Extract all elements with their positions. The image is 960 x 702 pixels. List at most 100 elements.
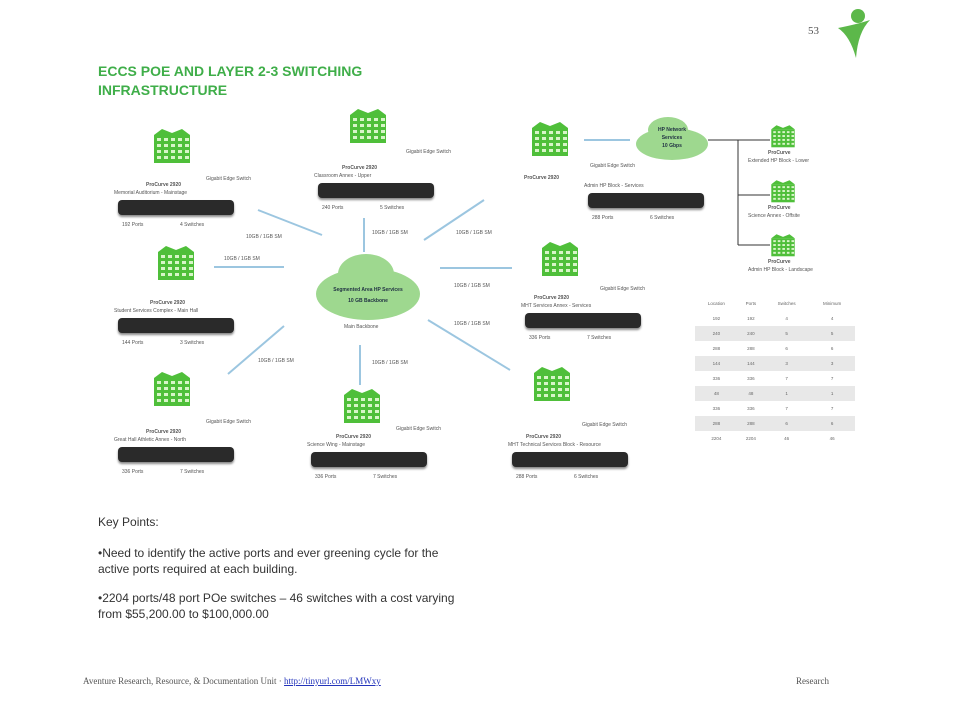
building-icon bbox=[770, 124, 796, 148]
switch-type: Gigabit Edge Switch bbox=[582, 422, 628, 428]
table-cell: 7 bbox=[785, 376, 788, 381]
footer-link[interactable]: http://tinyurl.com/LMWxy bbox=[284, 676, 381, 686]
table-cell: 46 bbox=[829, 436, 835, 441]
building-icon bbox=[152, 127, 192, 163]
switch-model: ProCurve 2920 bbox=[150, 300, 186, 306]
table-cell: 288 bbox=[737, 416, 765, 431]
building-icon bbox=[342, 387, 382, 423]
key-points-heading: Key Points: bbox=[98, 515, 159, 529]
port-count: 336 Ports bbox=[315, 474, 337, 480]
table-cell: 336 bbox=[712, 376, 721, 381]
table-cell: 46 bbox=[784, 436, 790, 441]
table-cell: 5 bbox=[764, 326, 810, 341]
table-cell: 6 bbox=[809, 416, 855, 431]
site-name: Extended HP Block - Lower bbox=[748, 158, 810, 164]
switch-model: ProCurve bbox=[768, 205, 791, 211]
switch-type: Gigabit Edge Switch bbox=[396, 426, 442, 432]
port-count: 192 Ports bbox=[122, 222, 144, 228]
logo-icon bbox=[838, 9, 870, 58]
site-name: Admin HP Block - Services bbox=[584, 183, 644, 189]
table-cell: 4 bbox=[785, 316, 788, 321]
link-label: 10GB / 1GB SM bbox=[454, 283, 490, 289]
network-switch bbox=[512, 452, 628, 467]
page-title: ECCS POE AND LAYER 2-3 SWITCHING INFRAST… bbox=[98, 63, 363, 98]
switch-type: Gigabit Edge Switch bbox=[206, 176, 252, 182]
network-switch bbox=[311, 452, 427, 467]
table-cell: 288 bbox=[695, 416, 738, 431]
switch-type: Gigabit Edge Switch bbox=[600, 286, 646, 292]
table-cell: 3 bbox=[809, 356, 855, 371]
table-cell: 7 bbox=[830, 406, 834, 411]
network-switch bbox=[588, 193, 704, 208]
table-cell: 3 bbox=[764, 356, 810, 371]
footer: Aventure Research, Resource, & Documenta… bbox=[83, 676, 381, 686]
switch-count: 6 Switches bbox=[650, 215, 675, 221]
table-cell: 48 bbox=[737, 386, 765, 401]
switch-count: 7 Switches bbox=[587, 335, 612, 341]
network-switch bbox=[118, 200, 234, 215]
link-label: 10GB / 1GB SM bbox=[258, 358, 294, 364]
switch-count: 3 Switches bbox=[180, 340, 205, 346]
link-label: 10GB / 1GB SM bbox=[246, 234, 282, 240]
network-switch bbox=[318, 183, 434, 198]
table-cell: 336 bbox=[712, 406, 721, 411]
site-name: Memorial Auditorium - Mainstage bbox=[114, 190, 188, 196]
site-name: Science Wing - Mainstage bbox=[307, 442, 366, 448]
key-point: •Need to identify the active ports and e… bbox=[98, 546, 439, 576]
switch-type: Gigabit Edge Switch bbox=[590, 163, 636, 169]
network-switch bbox=[118, 318, 234, 333]
site-name: Great Hall Athletic Annex - North bbox=[114, 437, 186, 443]
network-switch bbox=[525, 313, 641, 328]
table-cell: 2204 bbox=[745, 436, 756, 441]
table-cell: 288 bbox=[747, 346, 755, 351]
switch-model: ProCurve bbox=[768, 150, 791, 156]
site-name: Science Annex - Offsite bbox=[748, 213, 800, 219]
building-icon bbox=[770, 179, 796, 203]
table-cell: 1 bbox=[809, 386, 855, 401]
switch-count: 6 Switches bbox=[574, 474, 599, 480]
table-row: 336 336 7 7 bbox=[695, 401, 855, 416]
table-cell: 6 bbox=[764, 416, 810, 431]
port-count: 336 Ports bbox=[529, 335, 551, 341]
port-count: 288 Ports bbox=[592, 215, 614, 221]
site-name: Classroom Annex - Upper bbox=[314, 173, 372, 179]
table-cell: 240 bbox=[695, 326, 738, 341]
switch-count: 7 Switches bbox=[180, 469, 205, 475]
site-name: MHT Technical Services Block - Resource bbox=[508, 442, 601, 448]
switch-model: ProCurve 2920 bbox=[146, 182, 182, 188]
switch-model: ProCurve 2920 bbox=[342, 165, 378, 171]
table-cell: 192 bbox=[712, 316, 721, 321]
table-cell: 144 bbox=[695, 356, 738, 371]
table-cell: 7 bbox=[785, 406, 788, 411]
port-count: 288 Ports bbox=[516, 474, 538, 480]
table-cell: 240 bbox=[737, 326, 765, 341]
link-label: 10GB / 1GB SM bbox=[372, 230, 408, 236]
switch-model: ProCurve 2920 bbox=[524, 175, 560, 181]
switch-count: 4 Switches bbox=[180, 222, 205, 228]
network-switch bbox=[118, 447, 234, 462]
site-name: MHT Services Annex - Services bbox=[521, 303, 592, 309]
port-count: 144 Ports bbox=[122, 340, 144, 346]
switch-type: Gigabit Edge Switch bbox=[206, 419, 252, 425]
table-cell: 6 bbox=[830, 346, 834, 351]
table-cell: 336 bbox=[747, 406, 755, 411]
building-icon bbox=[532, 365, 572, 401]
switch-model: ProCurve 2920 bbox=[336, 434, 372, 440]
switch-model: ProCurve 2920 bbox=[146, 429, 182, 435]
table-cell: 48 bbox=[695, 386, 738, 401]
table-cell: 5 bbox=[809, 326, 855, 341]
link-label: 10GB / 1GB SM bbox=[372, 360, 408, 366]
table-cell: 4 bbox=[830, 316, 834, 321]
column-header: Ports bbox=[745, 301, 757, 306]
column-header: Switches bbox=[777, 301, 796, 306]
switch-type: Gigabit Edge Switch bbox=[406, 149, 452, 155]
key-point: •2204 ports/48 port POe switches – 46 sw… bbox=[98, 591, 455, 621]
